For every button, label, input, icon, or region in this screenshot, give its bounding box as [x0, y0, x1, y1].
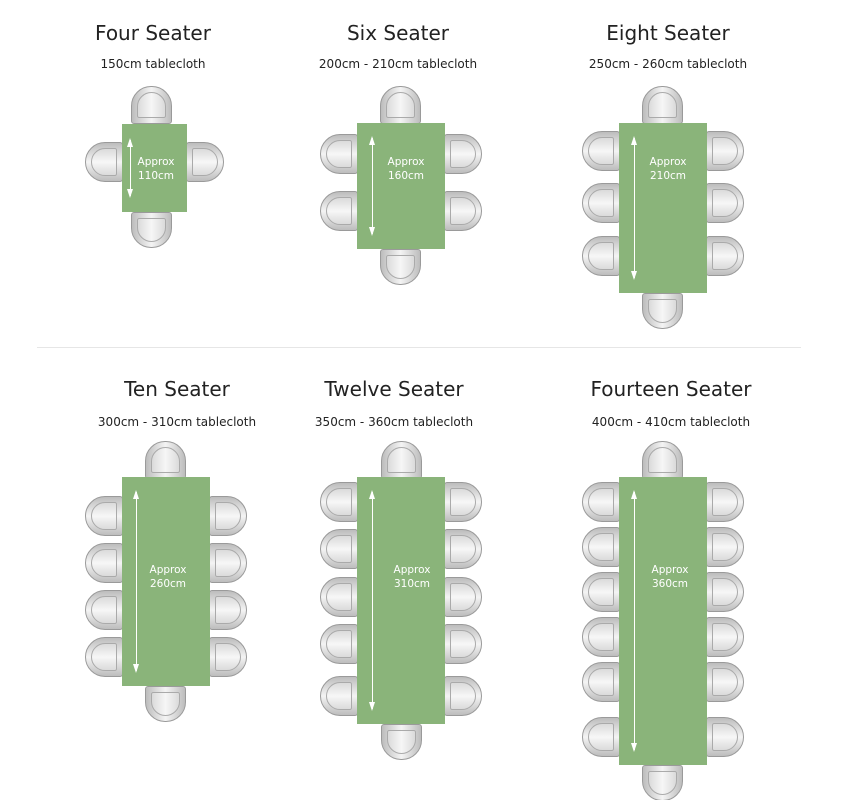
chair: [444, 624, 482, 664]
fourteen-seater-tablecloth: 400cm - 410cm tablecloth: [591, 415, 751, 429]
table-length-label: Approx 310cm: [382, 563, 442, 591]
chair: [444, 134, 482, 174]
eight-seater-title: Eight Seater: [606, 21, 730, 45]
approx-text: Approx: [387, 156, 425, 168]
four-seater-tablecloth: 150cm tablecloth: [100, 57, 206, 71]
chair: [85, 496, 123, 536]
six-seater-title: Six Seater: [346, 21, 450, 45]
twelve-seater-table: [357, 477, 445, 724]
table-length-label: Approx 110cm: [126, 155, 186, 183]
length-arrow: [127, 138, 133, 198]
chair: [320, 191, 358, 231]
chair: [85, 543, 123, 583]
chair: [706, 527, 744, 567]
chair: [85, 590, 123, 630]
approx-text: Approx: [651, 564, 689, 576]
chair: [209, 637, 247, 677]
chair: [582, 527, 620, 567]
eight-seater-table: [619, 123, 707, 293]
length-arrow: [133, 490, 139, 673]
chair: [582, 717, 620, 757]
ten-seater-tablecloth: 300cm - 310cm tablecloth: [97, 415, 257, 429]
chair: [320, 529, 358, 569]
chair: [582, 183, 620, 223]
chair: [706, 183, 744, 223]
chair: [131, 212, 172, 248]
approx-text: Approx: [649, 156, 687, 168]
table-length-label: Approx 160cm: [376, 155, 436, 183]
chair: [320, 482, 358, 522]
chair: [444, 529, 482, 569]
chair: [85, 637, 123, 677]
chair: [706, 482, 744, 522]
length-value: 110cm: [137, 170, 175, 182]
chair: [706, 236, 744, 276]
chair: [320, 134, 358, 174]
fourteen-seater-table: [619, 477, 707, 765]
approx-text: Approx: [137, 156, 175, 168]
chair: [444, 676, 482, 716]
chair: [582, 617, 620, 657]
chair: [582, 236, 620, 276]
chair: [706, 131, 744, 171]
chair: [444, 482, 482, 522]
chair: [706, 662, 744, 702]
length-value: 310cm: [393, 578, 431, 590]
four-seater-title: Four Seater: [95, 21, 211, 45]
section-divider: [37, 347, 801, 348]
chair: [320, 676, 358, 716]
length-value: 360cm: [651, 578, 689, 590]
chair: [381, 724, 422, 760]
table-length-label: Approx 360cm: [640, 563, 700, 591]
chair: [582, 131, 620, 171]
chair: [706, 617, 744, 657]
chair: [642, 765, 683, 800]
chair: [209, 543, 247, 583]
chair: [444, 577, 482, 617]
ten-seater-title: Ten Seater: [124, 377, 230, 401]
chair: [706, 717, 744, 757]
eight-seater-tablecloth: 250cm - 260cm tablecloth: [588, 57, 748, 71]
chair: [642, 441, 683, 479]
length-arrow: [369, 490, 375, 711]
length-value: 260cm: [149, 578, 187, 590]
twelve-seater-title: Twelve Seater: [324, 377, 464, 401]
length-value: 160cm: [387, 170, 425, 182]
chair: [320, 624, 358, 664]
length-arrow: [369, 136, 375, 236]
chair: [131, 86, 172, 124]
chair: [706, 572, 744, 612]
approx-text: Approx: [149, 564, 187, 576]
chair: [85, 142, 123, 182]
chair: [381, 441, 422, 479]
approx-text: Approx: [393, 564, 431, 576]
chair: [380, 86, 421, 124]
six-seater-tablecloth: 200cm - 210cm tablecloth: [318, 57, 478, 71]
chair: [582, 482, 620, 522]
chair: [320, 577, 358, 617]
table-length-label: Approx 210cm: [638, 155, 698, 183]
chair: [582, 662, 620, 702]
length-value: 210cm: [649, 170, 687, 182]
chair: [444, 191, 482, 231]
chair: [186, 142, 224, 182]
chair: [209, 496, 247, 536]
length-arrow: [631, 136, 637, 280]
chair: [642, 293, 683, 329]
fourteen-seater-title: Fourteen Seater: [590, 377, 752, 401]
chair: [582, 572, 620, 612]
twelve-seater-tablecloth: 350cm - 360cm tablecloth: [314, 415, 474, 429]
chair: [380, 249, 421, 285]
chair: [642, 86, 683, 124]
chair: [145, 441, 186, 479]
chair: [145, 686, 186, 722]
length-arrow: [631, 490, 637, 752]
chair: [209, 590, 247, 630]
table-length-label: Approx 260cm: [138, 563, 198, 591]
